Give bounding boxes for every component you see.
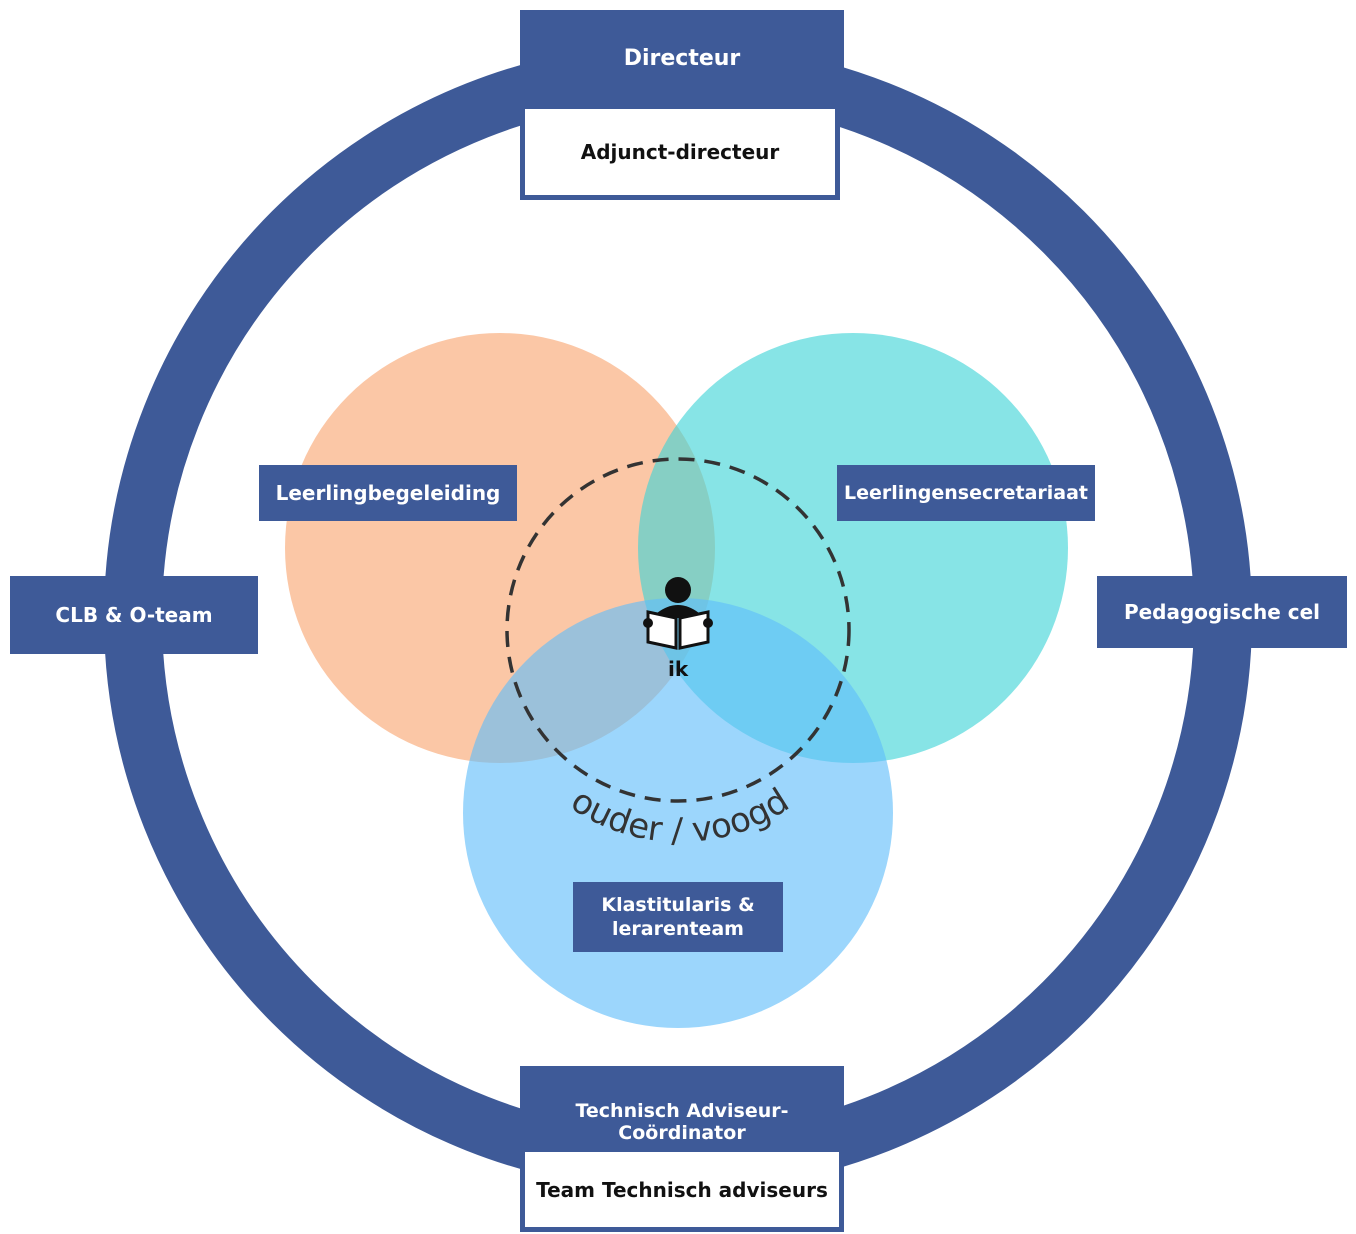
dashed-circle-ouder-voogd — [505, 457, 851, 803]
directeur-box: Directeur — [520, 10, 844, 106]
klastitularis-line2: lerarenteam — [612, 918, 744, 940]
klastitularis-line1: Klastitularis & — [601, 894, 755, 916]
adjunct-directeur-box: Adjunct-directeur — [520, 104, 840, 200]
circle-klastitularis — [463, 598, 893, 1028]
person-reading-icon — [643, 577, 713, 650]
klastitularis-label: Klastitularis & lerarenteam — [573, 882, 783, 952]
leerlingensecretariaat-label: Leerlingensecretariaat — [837, 465, 1095, 521]
pedagogische-cel-box: Pedagogische cel — [1097, 576, 1347, 648]
team-technisch-box: Team Technisch adviseurs — [520, 1152, 844, 1232]
leerlingbegeleiding-label: Leerlingbegeleiding — [259, 465, 517, 521]
clb-box: CLB & O-team — [10, 576, 258, 654]
ik-label: ik — [668, 657, 689, 681]
technisch-coordinator-box: Technisch Adviseur-Coördinator — [520, 1066, 844, 1158]
